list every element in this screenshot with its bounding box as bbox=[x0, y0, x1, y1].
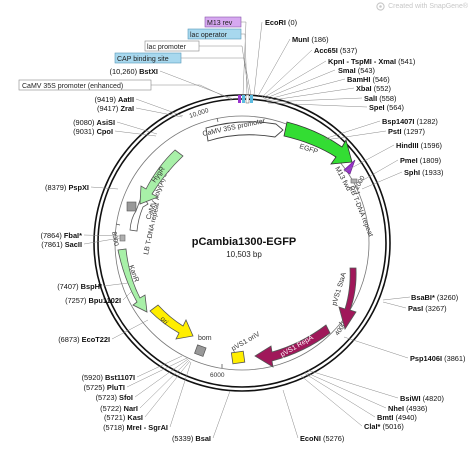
site-ecori[interactable]: EcoRI (0) bbox=[265, 18, 297, 27]
site-acc65i[interactable]: Acc65I (537) bbox=[314, 46, 357, 55]
tick-ring bbox=[114, 115, 370, 371]
site-spei[interactable]: SpeI (564) bbox=[369, 103, 404, 112]
feature-label-rb-t-dna-repeat: RB T-DNA repeat bbox=[347, 185, 374, 238]
snapgene-logo-icon bbox=[376, 2, 385, 11]
site-muni[interactable]: MunI (186) bbox=[292, 35, 329, 44]
watermark-text: Created with SnapGene® bbox=[388, 3, 468, 10]
site-aatii[interactable]: (9419) AatII bbox=[95, 95, 134, 104]
feature-bom[interactable] bbox=[194, 344, 207, 357]
camv-35s-enhanced-box: CaMV 35S promoter (enhanced) bbox=[22, 83, 123, 90]
site-pasi[interactable]: PasI (3267) bbox=[408, 304, 447, 313]
site-bsphi[interactable]: (7407) BspHI bbox=[57, 282, 102, 291]
feature-lb-t-dna-repeat[interactable] bbox=[119, 234, 126, 242]
site-econi[interactable]: EcoNI (5276) bbox=[300, 434, 344, 443]
tick-label-6000: 6000 bbox=[210, 372, 225, 379]
feature-ori[interactable] bbox=[149, 304, 194, 340]
mcs-marks bbox=[238, 94, 253, 104]
site-bsabi[interactable]: BsaBI* (3260) bbox=[411, 293, 458, 302]
plasmid-name: pCambia1300-EGFP bbox=[192, 236, 297, 248]
site-psti[interactable]: PstI (1297) bbox=[388, 127, 425, 136]
site-nari[interactable]: (5722) NarI bbox=[100, 404, 138, 413]
feature-kanr[interactable] bbox=[117, 248, 148, 313]
site-pluti[interactable]: (5725) PluTI bbox=[83, 383, 125, 392]
site-pmei[interactable]: PmeI (1809) bbox=[400, 156, 441, 165]
site-sfoi[interactable]: (5723) SfoI bbox=[96, 393, 133, 402]
site-smai[interactable]: SmaI (543) bbox=[338, 66, 375, 75]
top-feature-cap-binding-site: CAP binding site bbox=[117, 56, 169, 63]
top-feature-m13-rev: M13 rev bbox=[207, 20, 233, 27]
site-clai[interactable]: ClaI* (5016) bbox=[364, 422, 404, 431]
right-restriction-sites: EcoRI (0) MunI (186) Acc65I (537) KpnI -… bbox=[265, 18, 466, 443]
site-kasi[interactable]: (5721) KasI bbox=[104, 413, 143, 422]
feature-camv-35s-promoter[interactable] bbox=[205, 121, 284, 142]
site-ecot22i[interactable]: (6873) EcoT22I bbox=[58, 335, 110, 344]
site-kpni-tspmi-xmai[interactable]: KpnI - TspMI - XmaI (541) bbox=[328, 57, 415, 66]
feature-pvs1-staa[interactable] bbox=[338, 267, 357, 330]
tick-marks bbox=[115, 117, 361, 368]
site-bmti[interactable]: BmtI (4940) bbox=[377, 413, 417, 422]
feature-label-ori: ori bbox=[159, 316, 170, 327]
site-asisi[interactable]: (9080) AsiSI bbox=[73, 118, 115, 127]
site-sphi[interactable]: SphI (1933) bbox=[404, 168, 443, 177]
left-site-leaders bbox=[83, 70, 234, 439]
site-bstxi[interactable]: (10,260) BstXI bbox=[110, 67, 159, 76]
feature-egfp[interactable] bbox=[283, 121, 353, 165]
site-pspxi[interactable]: (8379) PspXI bbox=[45, 183, 89, 192]
site-bsai[interactable]: (5339) BsaI bbox=[172, 434, 211, 443]
site-psp1406i[interactable]: Psp1406I (3861) bbox=[410, 354, 466, 363]
site-bpu1102i[interactable]: (7257) Bpu1102I bbox=[65, 296, 121, 305]
top-feature-lac-operator: lac operator bbox=[190, 32, 228, 39]
feature-camv-polya-signal[interactable] bbox=[129, 194, 149, 232]
site-hindiii[interactable]: HindIII (1596) bbox=[396, 141, 442, 150]
site-xbai[interactable]: XbaI (552) bbox=[356, 84, 391, 93]
top-feature-lac-promoter: lac promoter bbox=[147, 44, 187, 51]
feature-label-pvs1-staa: pVS1 StaA bbox=[331, 271, 348, 306]
snapgene-watermark: Created with SnapGene® bbox=[376, 2, 468, 11]
square-marker-gray bbox=[126, 201, 137, 212]
site-zrai[interactable]: (9417) ZraI bbox=[97, 104, 134, 113]
left-restriction-sites: (10,260) BstXI (9419) AatII (9417) ZraI … bbox=[40, 67, 211, 443]
feature-pvs1-oriv[interactable] bbox=[230, 350, 246, 365]
site-mrei-sgrai[interactable]: (5718) MreI - SgrAI bbox=[103, 423, 168, 432]
feature-rb-t-dna-repeat[interactable] bbox=[350, 178, 358, 184]
right-site-leaders bbox=[253, 21, 411, 439]
site-bst1107i[interactable]: (5920) Bst1107I bbox=[82, 373, 135, 382]
top-feature-leaders bbox=[151, 21, 252, 101]
site-cpoi[interactable]: (9031) CpoI bbox=[73, 127, 113, 136]
site-bsp1407i[interactable]: Bsp1407I (1282) bbox=[382, 117, 438, 126]
site-sali[interactable]: SalI (558) bbox=[364, 94, 396, 103]
site-nhei[interactable]: NheI (4936) bbox=[388, 404, 427, 413]
site-bamhi[interactable]: BamHI (546) bbox=[347, 75, 390, 84]
plasmid-size: 10,503 bp bbox=[226, 250, 262, 259]
feature-pvs1-repa[interactable] bbox=[254, 324, 331, 368]
feature-label-bom: bom bbox=[198, 335, 212, 342]
feature-label-pvs1-oriv: pVS1 oriV bbox=[231, 331, 262, 353]
site-bsiwi[interactable]: BsiWI (4820) bbox=[400, 394, 444, 403]
site-sacii[interactable]: (7861) SacII bbox=[41, 240, 82, 249]
site-fbai[interactable]: (7864) FbaI* bbox=[40, 231, 82, 240]
feature-hygr[interactable] bbox=[139, 149, 184, 205]
